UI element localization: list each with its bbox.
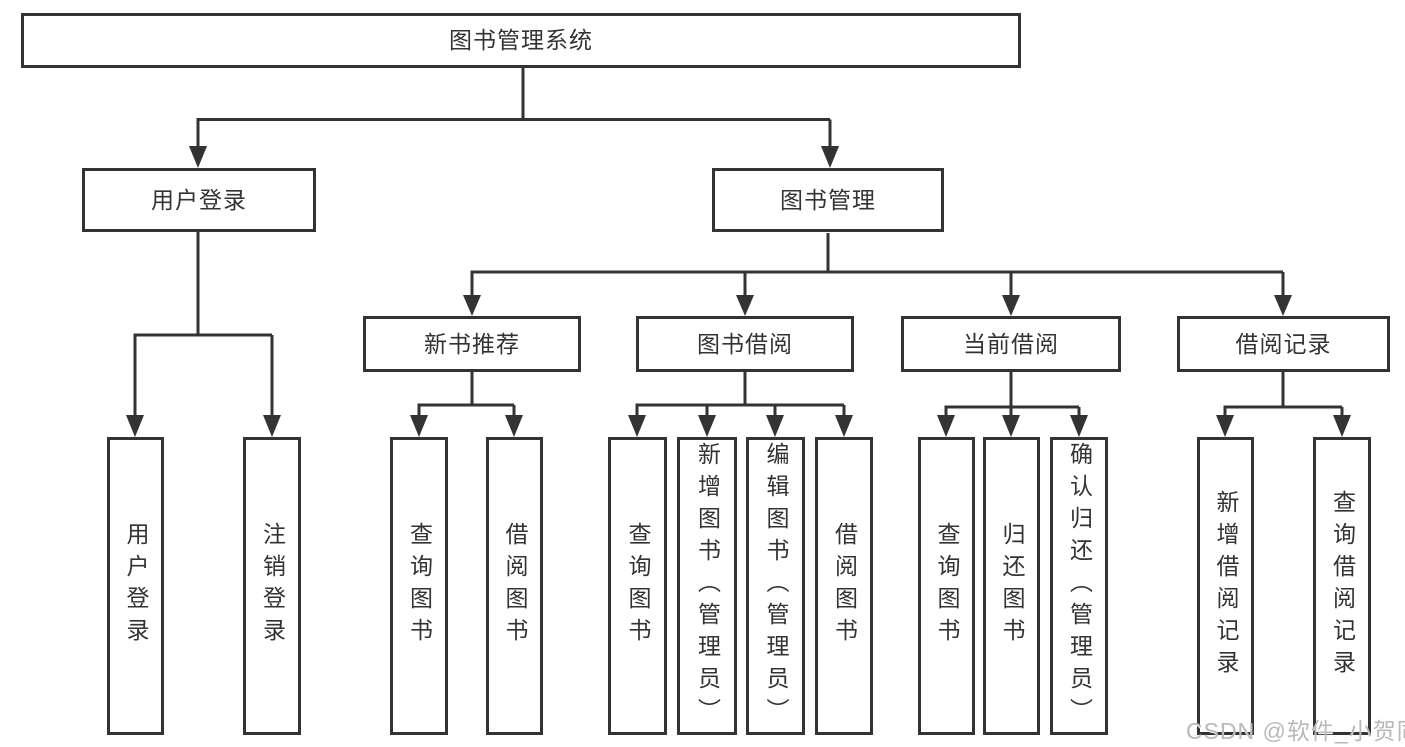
leaf-borrowing-add-book-admin: 新增图书（管理员）: [677, 437, 737, 735]
leaf-borrowing-edit-book-admin: 编辑图书（管理员）: [746, 437, 805, 735]
leaf-current-confirm-return-admin-label: 确认归还（管理员）: [1066, 442, 1093, 730]
leaf-recommend-borrow-book: 借阅图书: [486, 437, 543, 735]
connector-new-book-recommend-children: [417, 372, 516, 418]
leaf-borrowing-borrow-book-label: 借阅图书: [831, 522, 858, 650]
leaf-recommend-borrow-book-label: 借阅图书: [502, 522, 528, 650]
node-new-book-recommend-label: 新书推荐: [424, 330, 520, 357]
connector-book-management-children: [470, 233, 1285, 298]
node-user-login-label: 用户登录: [151, 186, 247, 213]
leaf-user-login: 用户登录: [107, 437, 164, 735]
leaf-records-query-record: 查询借阅记录: [1313, 437, 1371, 735]
leaf-records-query-record-label: 查询借阅记录: [1329, 490, 1356, 682]
node-current-borrowing: 当前借阅: [901, 316, 1121, 372]
connector-root-to-level1: [196, 68, 832, 150]
leaf-current-confirm-return-admin: 确认归还（管理员）: [1050, 437, 1108, 735]
node-current-borrowing-label: 当前借阅: [963, 330, 1059, 357]
leaf-records-add-record-label: 新增借阅记录: [1213, 490, 1239, 682]
leaf-logout-login: 注销登录: [243, 437, 301, 735]
connector-current-borrowing-children: [944, 372, 1081, 418]
node-new-book-recommend: 新书推荐: [363, 316, 581, 372]
leaf-borrowing-query-book: 查询图书: [608, 437, 667, 735]
leaf-borrowing-borrow-book: 借阅图书: [815, 437, 873, 735]
leaf-current-query-book-label: 查询图书: [934, 522, 960, 650]
leaf-recommend-query-book: 查询图书: [390, 437, 448, 735]
leaf-current-return-book: 归还图书: [983, 437, 1040, 735]
leaf-user-login-label: 用户登录: [123, 522, 149, 650]
leaf-borrowing-edit-book-admin-label: 编辑图书（管理员）: [763, 442, 789, 730]
node-book-borrowing-label: 图书借阅: [697, 330, 793, 357]
leaf-records-add-record: 新增借阅记录: [1197, 437, 1254, 735]
leaf-recommend-query-book-label: 查询图书: [406, 522, 433, 650]
leaf-borrowing-add-book-admin-label: 新增图书（管理员）: [694, 442, 721, 730]
node-user-login: 用户登录: [82, 168, 316, 232]
node-book-borrowing: 图书借阅: [636, 316, 854, 372]
leaf-current-return-book-label: 归还图书: [999, 522, 1025, 650]
leaf-borrowing-query-book-label: 查询图书: [625, 522, 651, 650]
node-root: 图书管理系统: [21, 13, 1021, 68]
watermark-csdn: CSDN @软件_小贺同学: [1186, 718, 1405, 744]
connector-book-borrowing-children: [635, 372, 846, 418]
leaf-current-query-book: 查询图书: [918, 437, 975, 735]
node-borrowing-records: 借阅记录: [1177, 316, 1390, 372]
node-book-management-label: 图书管理: [780, 186, 876, 213]
leaf-logout-login-label: 注销登录: [259, 522, 286, 650]
node-root-label: 图书管理系统: [449, 27, 593, 53]
connector-borrowing-records-children: [1223, 372, 1344, 418]
connector-user-login-children: [133, 232, 274, 418]
node-borrowing-records-label: 借阅记录: [1235, 330, 1332, 357]
node-book-management: 图书管理: [712, 168, 944, 232]
arrowheads: [126, 146, 1351, 437]
